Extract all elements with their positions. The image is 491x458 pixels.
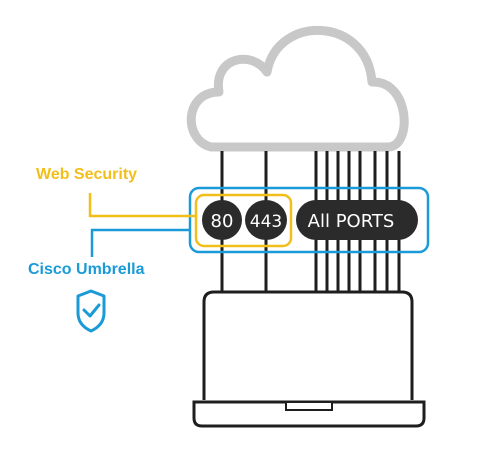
port-443-badge: 443 [245,200,287,240]
umbrella-connector [90,228,190,257]
shield-check-icon [76,289,106,333]
all-ports-label: All PORTS [308,211,395,232]
cisco-umbrella-label: Cisco Umbrella [28,261,145,278]
port-443-label: 443 [250,212,282,232]
port-80-label: 80 [211,211,234,232]
laptop-icon [202,290,414,400]
umbrella-frame [188,186,430,254]
port-80-badge: 80 [202,200,242,240]
laptop-trackpad-notch [285,401,333,411]
laptop-base [192,400,426,428]
all-ports-badge: All PORTS [296,200,418,240]
web-security-connector [88,193,196,218]
web-security-frame [194,193,293,248]
cloud-icon [186,25,409,152]
web-security-label: Web Security [36,166,138,183]
